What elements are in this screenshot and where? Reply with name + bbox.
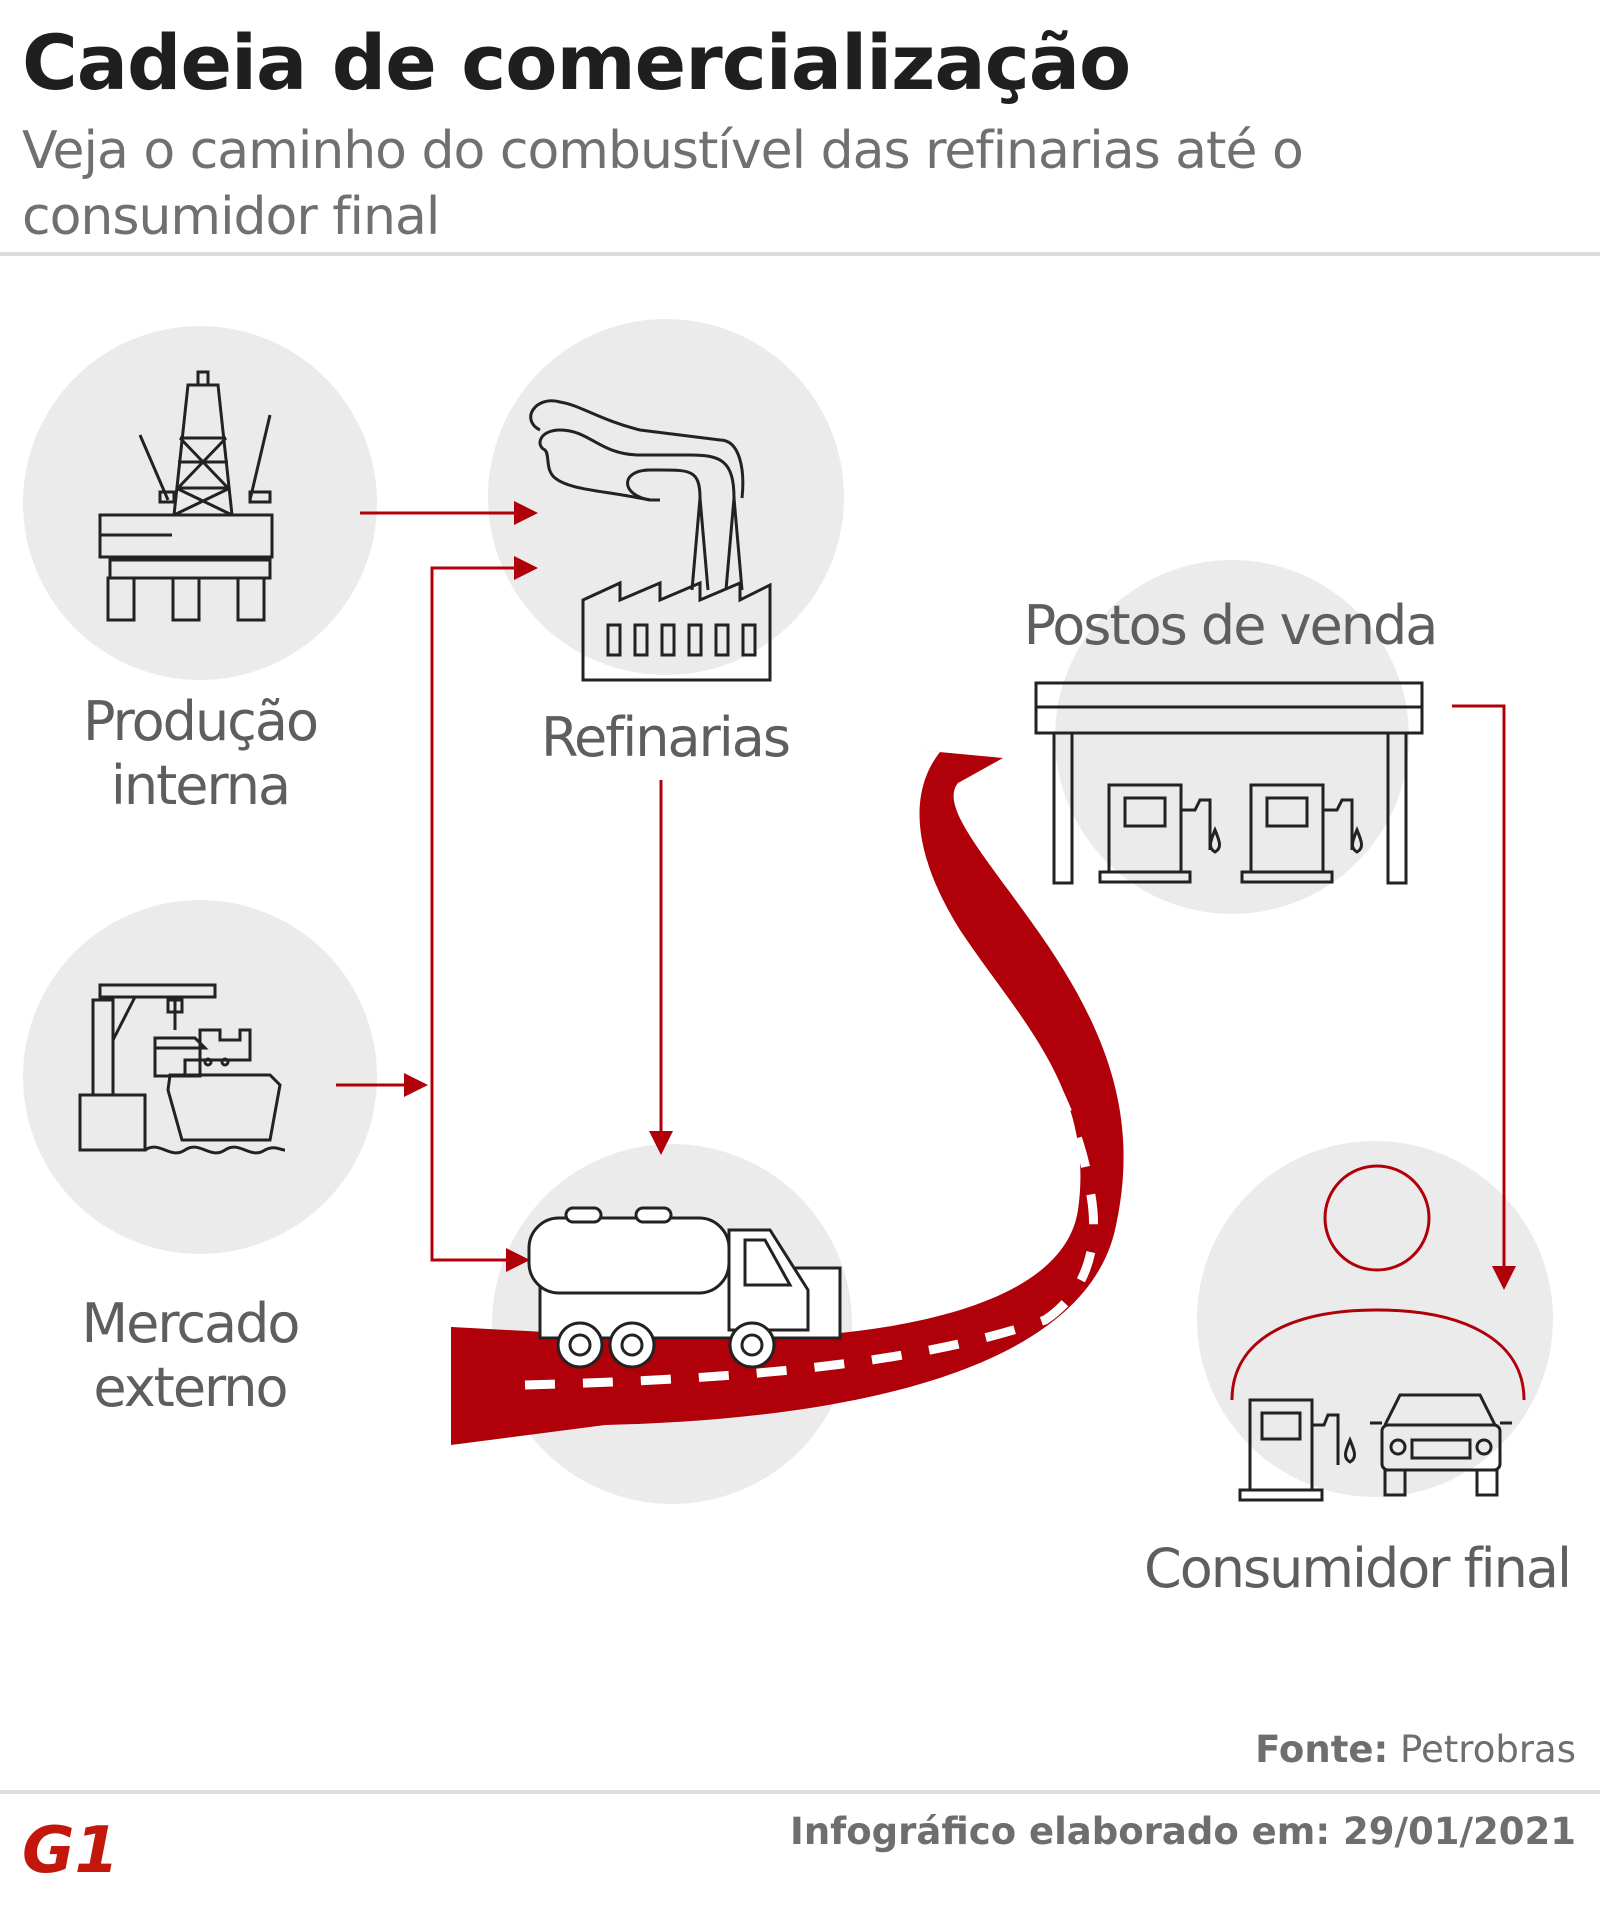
label-refinarias: Refinarias [540, 706, 791, 769]
g1-logo-text: G1 [22, 1818, 119, 1880]
oil-platform-icon [98, 370, 274, 622]
label-postos-de-venda: Postos de venda [1023, 594, 1439, 657]
refinery-icon [529, 399, 772, 682]
tanker-truck-icon [527, 1206, 842, 1369]
port-ship-icon [78, 983, 286, 1155]
flow-arrows [336, 511, 1506, 1270]
header-divider [0, 252, 1600, 256]
page-subtitle: Veja o caminho do combustível das refina… [22, 121, 1304, 247]
circle-consumidor [1197, 1141, 1553, 1497]
page-title: Cadeia de comercialização [22, 18, 1131, 107]
source-note: Fonte: Petrobras [1255, 1728, 1576, 1771]
arrow-heads [404, 501, 1516, 1290]
source-value: Petrobras [1400, 1728, 1576, 1771]
circle-refinarias [488, 319, 844, 675]
road-icon [451, 750, 1124, 1445]
credit-note: Infográfico elaborado em: 29/01/2021 [790, 1810, 1576, 1853]
g1-logo: G1 [22, 1818, 119, 1880]
source-label: Fonte: [1255, 1728, 1389, 1771]
label-consumidor-final: Consumidor final [1144, 1537, 1572, 1600]
consumer-icon [1230, 1164, 1526, 1401]
gas-station-icon [1034, 681, 1424, 885]
footer-divider [0, 1790, 1600, 1794]
consumer-car-pump-icon [1238, 1393, 1512, 1502]
